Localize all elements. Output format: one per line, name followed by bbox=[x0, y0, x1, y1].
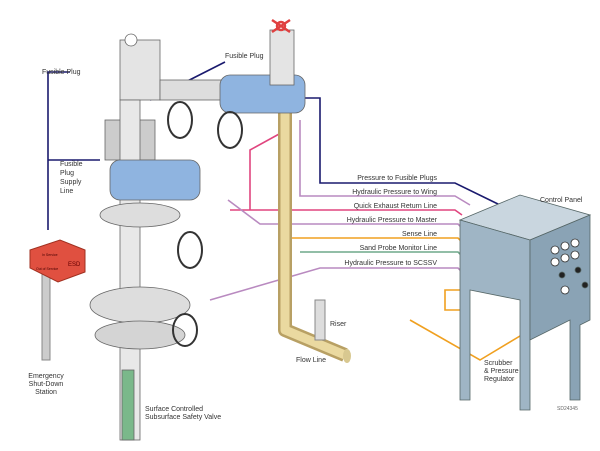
red-handwheel-icon bbox=[271, 18, 291, 34]
riser bbox=[314, 299, 326, 341]
esd-out-of-service: Out of Service bbox=[36, 267, 58, 271]
label-fusible-plug-right: Fusible Plug bbox=[225, 53, 264, 60]
esd-tag: ESD bbox=[68, 262, 81, 268]
label-scrubber-3: Regulator bbox=[484, 376, 515, 383]
label-line-master: Hydraulic Pressure to Master bbox=[347, 217, 438, 224]
label-esd-3: Station bbox=[35, 389, 57, 396]
label-line-exhaust: Quick Exhaust Return Line bbox=[354, 203, 437, 210]
label-line-fusible: Pressure to Fusible Plugs bbox=[357, 175, 437, 182]
wellhead-tree bbox=[89, 29, 306, 441]
label-riser: Riser bbox=[330, 321, 347, 328]
label-scssv-2: Subsurface Safety Valve bbox=[145, 414, 221, 421]
drawing-id: SD24345 bbox=[557, 406, 578, 412]
esd-in-service: In Service bbox=[42, 253, 58, 257]
line-pressure-to-fusible-plugs bbox=[47, 61, 501, 230]
label-supply-line-1: Fusible bbox=[60, 161, 83, 168]
flow-line-pipe bbox=[278, 90, 351, 363]
esd-station[interactable]: ESD In Service Out of Service bbox=[29, 239, 86, 361]
label-supply-line-2: Plug bbox=[60, 170, 74, 177]
label-scrubber-1: Scrubber bbox=[484, 360, 513, 367]
label-esd-1: Emergency bbox=[28, 373, 64, 380]
label-supply-line-3: Supply bbox=[60, 179, 82, 186]
label-scssv-1: Surface Controlled bbox=[145, 406, 203, 413]
label-esd-2: Shut-Down bbox=[29, 381, 64, 388]
line-sand-probe bbox=[300, 251, 463, 257]
control-panel bbox=[458, 194, 592, 411]
label-fusible-plug-left: Fusible Plug bbox=[42, 69, 81, 76]
valve-handwheels bbox=[167, 101, 243, 347]
label-line-scssv: Hydraulic Pressure to SCSSV bbox=[344, 260, 437, 267]
label-flow-line: Flow Line bbox=[296, 357, 326, 364]
label-scrubber-2: & Pressure bbox=[484, 368, 519, 375]
line-hydraulic-scssv bbox=[209, 267, 463, 301]
label-supply-line-4: Line bbox=[60, 188, 73, 195]
label-line-sand: Sand Probe Monitor Line bbox=[360, 245, 438, 252]
line-quick-exhaust bbox=[230, 127, 463, 216]
label-line-sense: Sense Line bbox=[402, 231, 437, 238]
line-hydraulic-wing bbox=[299, 120, 471, 206]
label-line-wing: Hydraulic Pressure to Wing bbox=[352, 189, 437, 196]
label-control-panel: Control Panel bbox=[540, 197, 583, 204]
